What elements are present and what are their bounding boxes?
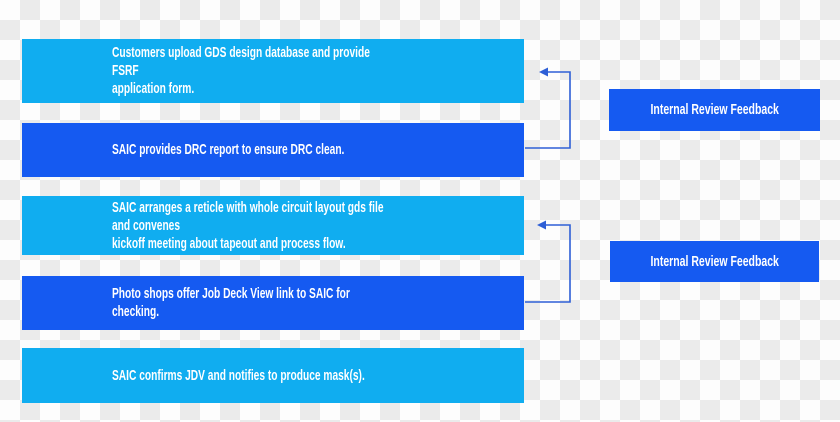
flow-step-customers-upload: Customers upload GDS design database and… xyxy=(22,39,524,103)
arrowhead-left-icon xyxy=(537,220,546,230)
feedback-label: Internal Review Feedback xyxy=(650,252,779,270)
flow-step-drc-report: SAIC provides DRC report to ensure DRC c… xyxy=(22,123,524,177)
flow-step-job-deck-view: Photo shops offer Job Deck View link to … xyxy=(22,276,524,330)
flow-step-label: SAIC arranges a reticle with whole circu… xyxy=(112,198,384,252)
feedback-box-1: Internal Review Feedback xyxy=(609,89,820,131)
flow-step-label: Photo shops offer Job Deck View link to … xyxy=(112,285,350,320)
feedback-box-2: Internal Review Feedback xyxy=(610,241,819,282)
feedback-label: Internal Review Feedback xyxy=(650,101,779,118)
flow-step-confirm-jdv: SAIC confirms JDV and notifies to produc… xyxy=(22,348,524,403)
feedback-loop-arrow-step4-to-step3 xyxy=(525,220,571,303)
flow-step-label: SAIC confirms JDV and notifies to produc… xyxy=(112,366,365,384)
flow-step-label: Customers upload GDS design database and… xyxy=(112,44,370,97)
feedback-loop-arrow-step2-to-step1 xyxy=(525,67,571,149)
flow-step-reticle-kickoff: SAIC arranges a reticle with whole circu… xyxy=(22,196,524,255)
flow-step-label: SAIC provides DRC report to ensure DRC c… xyxy=(112,141,345,158)
arrowhead-left-icon xyxy=(539,67,548,77)
